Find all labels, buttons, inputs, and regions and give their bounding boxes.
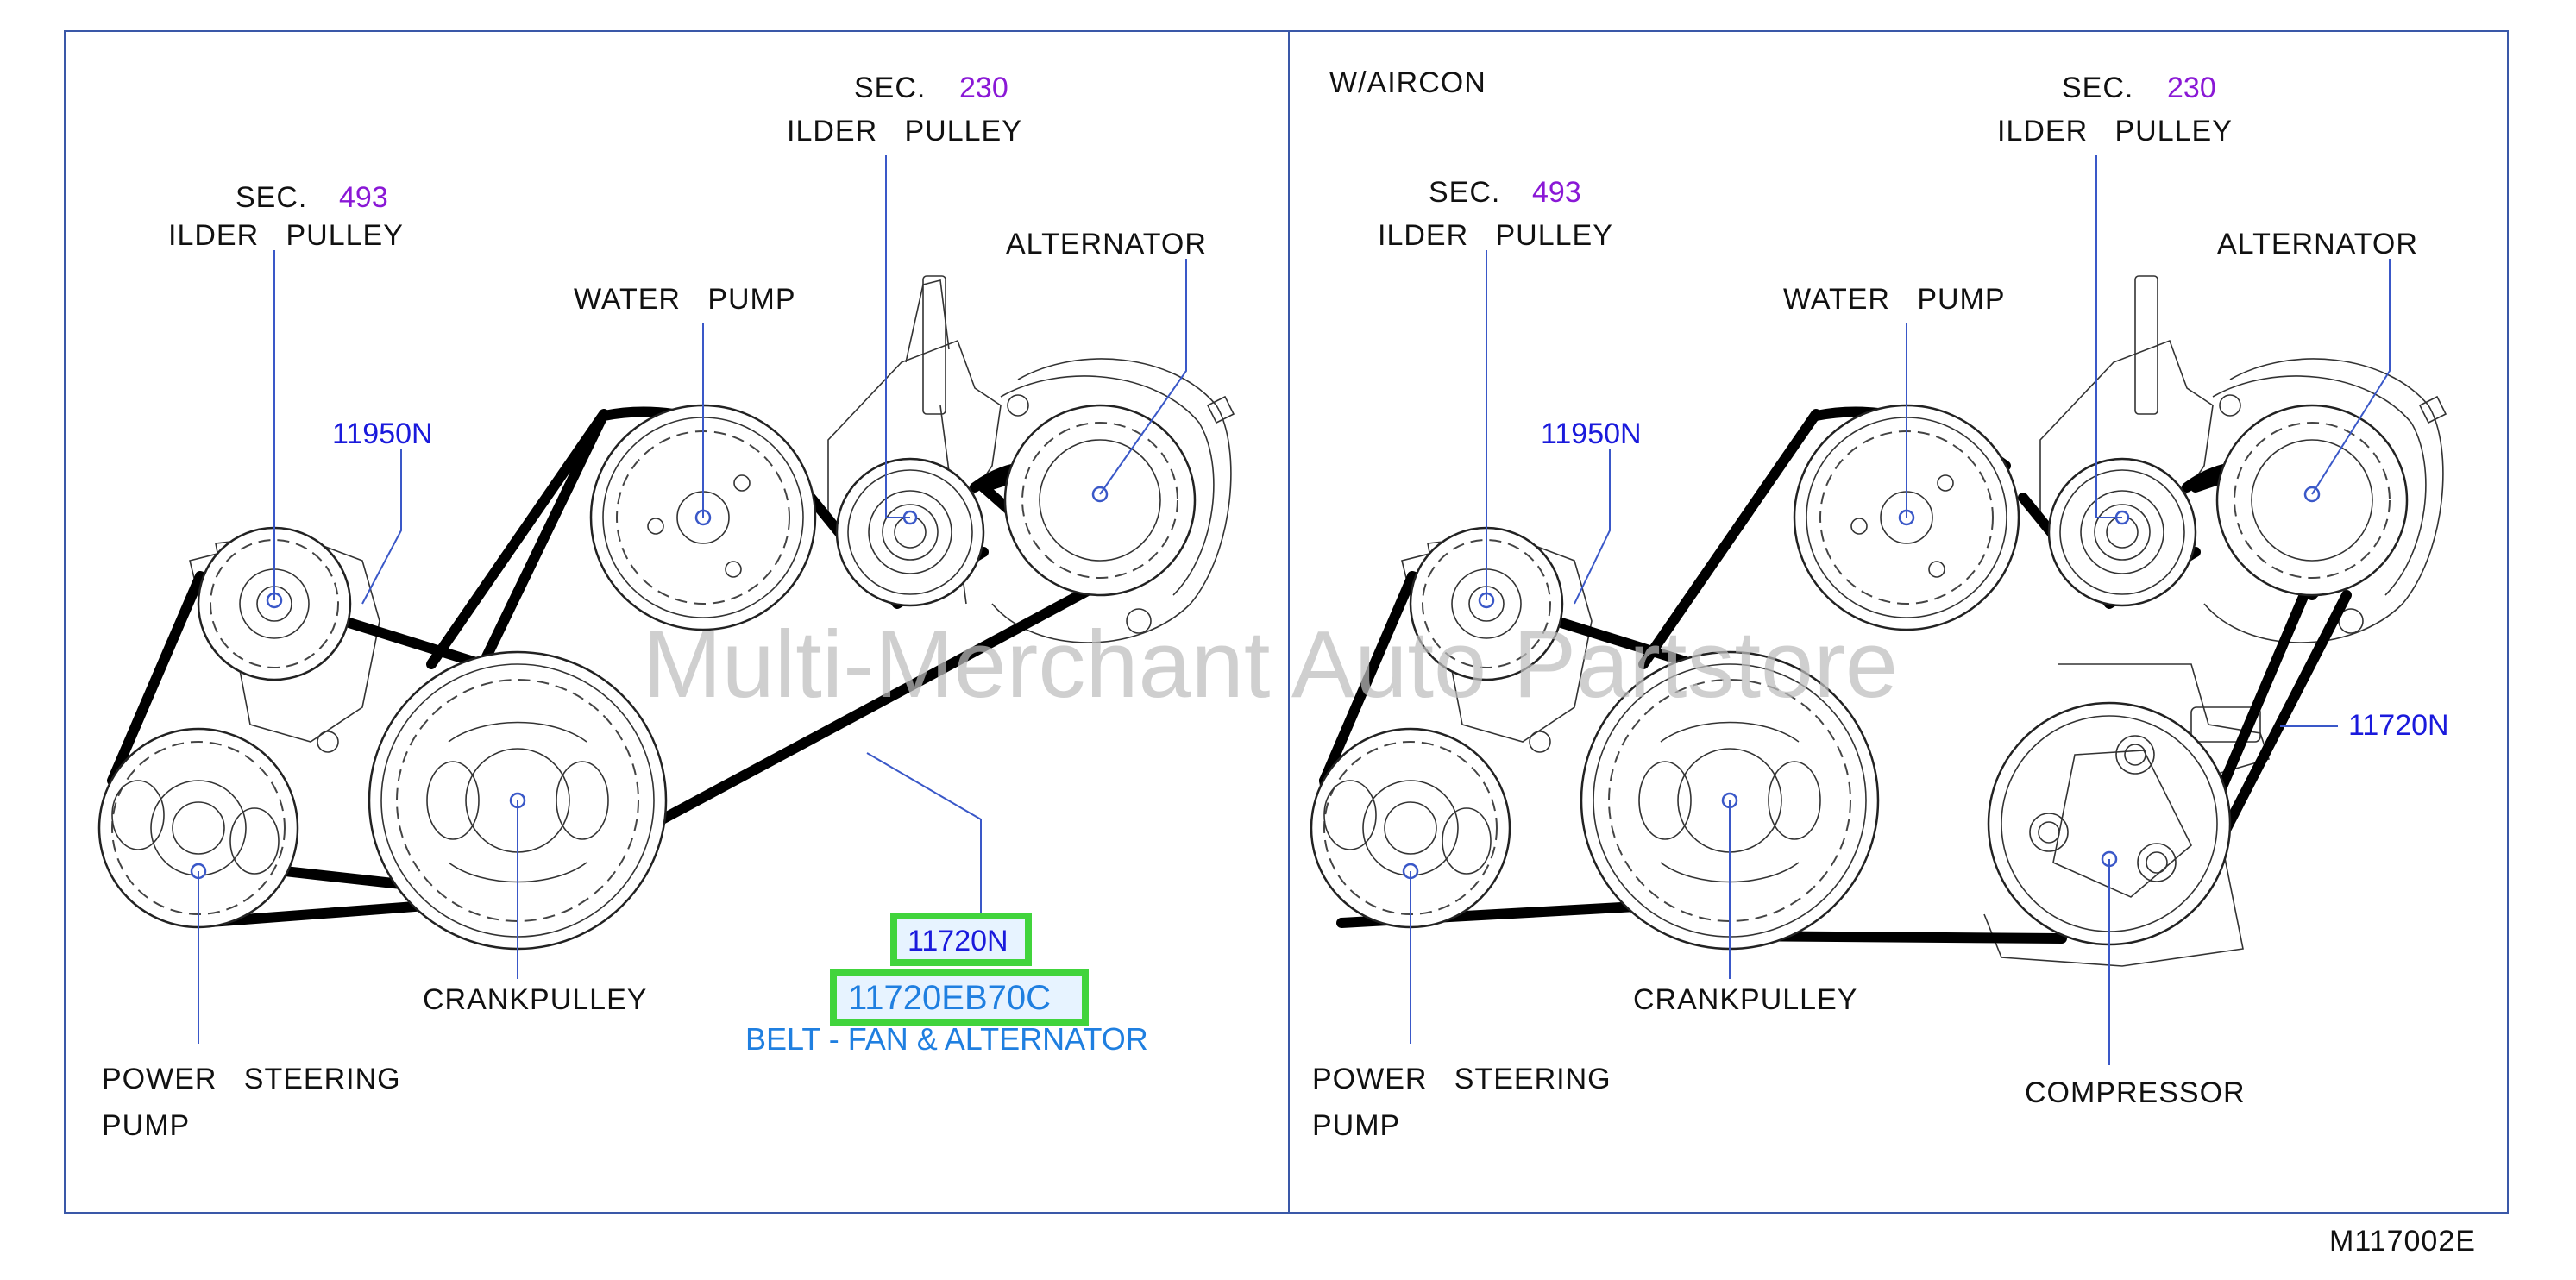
right-idler-pulley-230 bbox=[2047, 457, 2197, 607]
left-pump-label: PUMP bbox=[102, 1109, 190, 1142]
left-panel: SEC. 230 ILDER PULLEY SEC. 493 ILDER PUL… bbox=[97, 72, 1235, 1142]
left-ilder-pulley-left: ILDER PULLEY bbox=[168, 219, 404, 252]
right-crankpulley-label: CRANKPULLEY bbox=[1633, 983, 1857, 1016]
right-pump-label: PUMP bbox=[1312, 1109, 1400, 1142]
right-part-11950n[interactable]: 11950N bbox=[1541, 417, 1642, 450]
right-ilder-pulley-left: ILDER PULLEY bbox=[1378, 219, 1613, 252]
right-compressor-label: COMPRESSOR bbox=[2025, 1076, 2246, 1109]
right-alternator-label: ALTERNATOR bbox=[2217, 228, 2418, 260]
right-sec-493[interactable]: 493 bbox=[1532, 176, 1581, 209]
left-alternator bbox=[1003, 404, 1197, 597]
left-sec-label-left: SEC. bbox=[236, 181, 307, 214]
left-alternator-label: ALTERNATOR bbox=[1006, 228, 1207, 260]
right-alternator bbox=[2215, 404, 2409, 597]
left-power-steering-label: POWER STEERING bbox=[102, 1063, 401, 1095]
left-part-11720n[interactable]: 11720N bbox=[908, 925, 1008, 957]
left-11720eb70c-highlight bbox=[830, 969, 1089, 1026]
right-power-steering-label: POWER STEERING bbox=[1312, 1063, 1612, 1095]
left-ilder-pulley-top: ILDER PULLEY bbox=[787, 115, 1022, 147]
right-panel: W/AIRCON SEC. 230 ILDER PULLEY SEC. 493 … bbox=[1310, 66, 2449, 1142]
diagram-frame bbox=[64, 30, 2509, 1214]
left-part-11950n[interactable]: 11950N bbox=[332, 417, 433, 450]
left-11720n-highlight bbox=[890, 913, 1032, 966]
right-sec-label-left: SEC. bbox=[1429, 176, 1500, 209]
right-water-pump-label: WATER PUMP bbox=[1783, 283, 2006, 316]
left-sec-230[interactable]: 230 bbox=[959, 72, 1008, 104]
left-water-pump-label: WATER PUMP bbox=[574, 283, 796, 316]
left-sec-label-top: SEC. bbox=[854, 72, 926, 104]
right-variant-label: W/AIRCON bbox=[1329, 66, 1486, 99]
right-sec-label-top: SEC. bbox=[2062, 72, 2133, 104]
right-ilder-pulley-top: ILDER PULLEY bbox=[1997, 115, 2233, 147]
right-part-11720n[interactable]: 11720N bbox=[2348, 709, 2449, 742]
right-compressor bbox=[1987, 701, 2232, 946]
left-part-11720eb70c[interactable]: 11720EB70C bbox=[848, 979, 1051, 1017]
right-power-steering-pump bbox=[1310, 727, 1511, 929]
right-sec-230[interactable]: 230 bbox=[2167, 72, 2216, 104]
left-sec-493[interactable]: 493 bbox=[339, 181, 388, 214]
watermark: Multi-Merchant Auto Partstore bbox=[643, 612, 1898, 718]
left-belt-description: BELT - FAN & ALTERNATOR bbox=[745, 1021, 1148, 1057]
left-crankpulley-label: CRANKPULLEY bbox=[423, 983, 647, 1016]
figure-code: M117002E bbox=[2329, 1225, 2476, 1258]
left-idler-pulley-230 bbox=[835, 457, 985, 607]
